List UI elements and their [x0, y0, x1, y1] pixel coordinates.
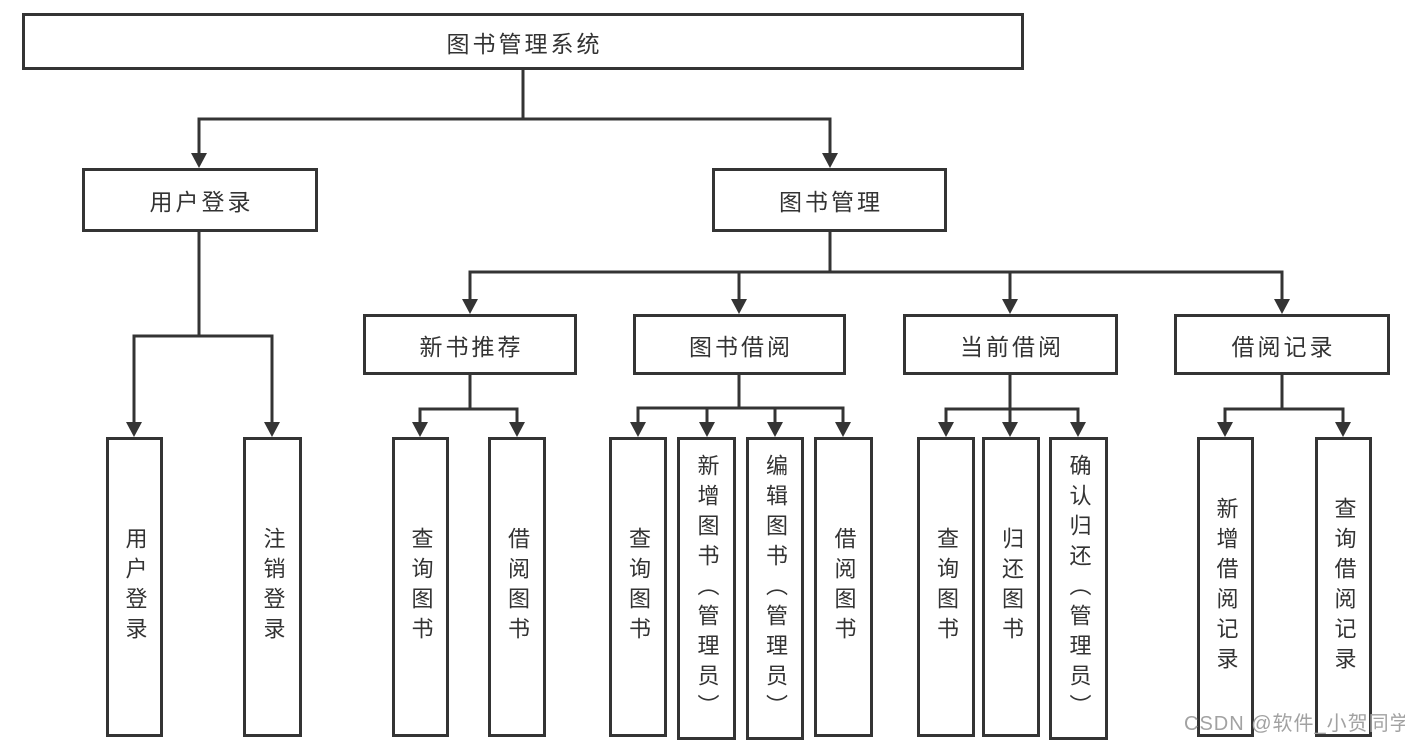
- node-leaf-bb-borrow-books-label: 借阅图书: [831, 527, 857, 647]
- node-leaf-nb-borrow-books-label: 借阅图书: [505, 527, 530, 647]
- node-leaf-nb-query-books: 查询图书: [392, 437, 449, 737]
- node-leaf-br-query-record: 查询借阅记录: [1315, 437, 1372, 737]
- node-leaf-cb-return-books: 归还图书: [982, 437, 1040, 737]
- node-leaf-bb-query-books-label: 查询图书: [626, 527, 651, 647]
- node-leaf-user-login-label: 用户登录: [122, 527, 148, 647]
- node-leaf-nb-query-books-label: 查询图书: [408, 527, 434, 647]
- node-book-management-label: 图书管理: [779, 189, 883, 215]
- node-book-borrow-label: 图书借阅: [689, 333, 793, 360]
- node-root-system: 图书管理系统: [22, 13, 1024, 70]
- node-leaf-bb-edit-books-admin: 编辑图书（管理员）: [746, 437, 804, 740]
- node-leaf-br-query-record-label: 查询借阅记录: [1331, 497, 1357, 677]
- node-leaf-br-add-record-label: 新增借阅记录: [1213, 497, 1239, 677]
- node-current-borrow-label: 当前借阅: [960, 333, 1064, 360]
- node-borrow-records-label: 借阅记录: [1231, 333, 1336, 360]
- node-leaf-cb-return-books-label: 归还图书: [999, 527, 1024, 647]
- node-leaf-cb-confirm-return-admin-label: 确认归还（管理员）: [1066, 453, 1092, 724]
- node-leaf-logout-label: 注销登录: [260, 527, 286, 647]
- node-leaf-bb-borrow-books: 借阅图书: [814, 437, 873, 737]
- node-root-system-label: 图书管理系统: [446, 30, 603, 57]
- node-leaf-nb-borrow-books: 借阅图书: [488, 437, 546, 737]
- node-leaf-logout: 注销登录: [243, 437, 302, 737]
- node-book-management: 图书管理: [712, 168, 947, 232]
- node-leaf-br-add-record: 新增借阅记录: [1197, 437, 1254, 737]
- node-new-books: 新书推荐: [363, 314, 577, 375]
- arrowhead-group: [126, 153, 1351, 437]
- node-user-login: 用户登录: [82, 168, 318, 232]
- csdn-watermark: CSDN @软件_小贺同学: [1184, 713, 1405, 735]
- node-leaf-user-login: 用户登录: [106, 437, 163, 737]
- node-leaf-bb-add-books-admin: 新增图书（管理员）: [677, 437, 736, 740]
- node-leaf-bb-edit-books-admin-label: 编辑图书（管理员）: [763, 453, 788, 724]
- node-current-borrow: 当前借阅: [903, 314, 1118, 375]
- node-leaf-cb-query-books: 查询图书: [917, 437, 975, 737]
- node-book-borrow: 图书借阅: [633, 314, 846, 375]
- node-leaf-bb-add-books-admin-label: 新增图书（管理员）: [694, 453, 720, 724]
- node-new-books-label: 新书推荐: [419, 333, 524, 360]
- node-borrow-records: 借阅记录: [1174, 314, 1390, 375]
- node-leaf-cb-query-books-label: 查询图书: [934, 527, 959, 647]
- node-leaf-bb-query-books: 查询图书: [609, 437, 667, 737]
- node-leaf-cb-confirm-return-admin: 确认归还（管理员）: [1049, 437, 1108, 740]
- node-user-login-label: 用户登录: [149, 189, 254, 215]
